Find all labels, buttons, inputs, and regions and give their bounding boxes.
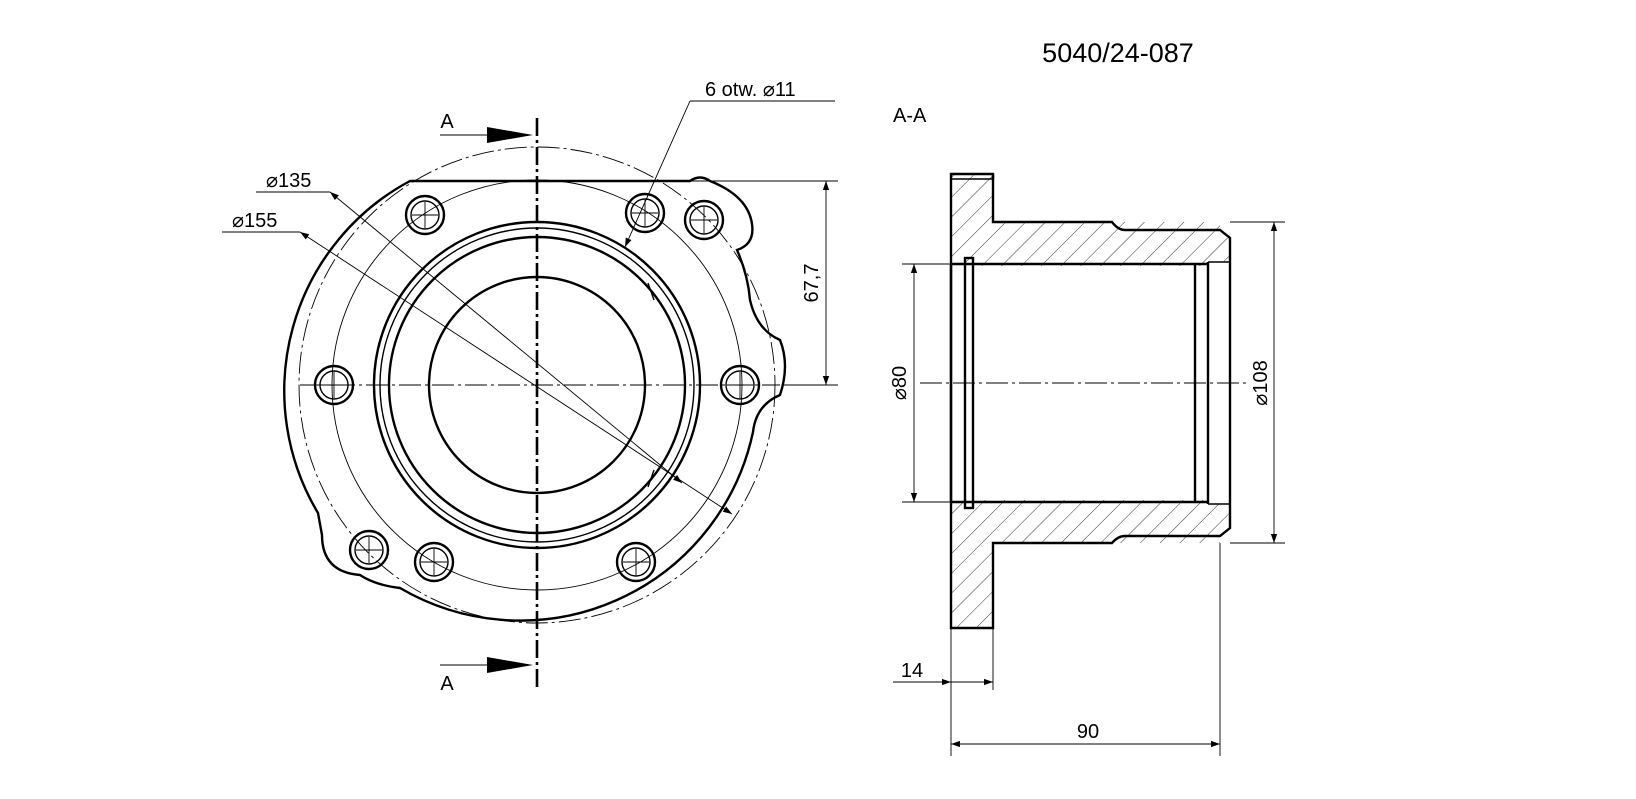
dim-bore: ⌀80: [889, 366, 911, 400]
hatch-upper: [951, 174, 1230, 266]
section-view: A-A ⌀80 ⌀108: [889, 105, 1285, 756]
dim-flange-thickness-lines: [893, 628, 994, 756]
dim-length-lines: [951, 543, 1221, 756]
dim-bolt-circle: ⌀135: [266, 170, 311, 192]
dim-outer-circle: ⌀155: [232, 210, 277, 232]
dim-flange-thickness: 14: [901, 660, 923, 682]
bolt-hole: [348, 529, 390, 571]
dim-holes: 6 otw. ⌀11: [705, 79, 796, 101]
hatch-lower: [951, 500, 1230, 628]
dim-length: 90: [1077, 721, 1099, 743]
dim-height: 67,7: [801, 264, 823, 303]
section-mark-bottom: A: [440, 673, 454, 695]
bolt-hole: [404, 194, 446, 236]
bolt-hole: [683, 199, 725, 241]
section-title: A-A: [893, 105, 927, 127]
dim-height-lines: [690, 180, 838, 386]
bolt-hole: [624, 192, 666, 234]
flange-outline: [283, 176, 787, 622]
drawing-number: 5040/24-087: [1042, 38, 1194, 68]
front-view: A A ⌀135 ⌀155 6 otw. ⌀11 67,7: [222, 79, 838, 695]
section-outline: [949, 172, 1232, 630]
section-mark-top: A: [440, 111, 454, 133]
dim-outer-diameter: ⌀108: [1250, 360, 1272, 405]
dim-bore-lines: [902, 263, 951, 503]
bolt-hole: [413, 541, 455, 583]
section-arrow-bottom: [440, 657, 533, 673]
dim-holes-leader: [624, 100, 835, 248]
dim-outer-diameter-lines: [1230, 221, 1285, 544]
section-arrow-top: [440, 127, 533, 143]
bolt-hole: [615, 541, 657, 583]
dim-outer-circle-leader: [222, 231, 733, 515]
